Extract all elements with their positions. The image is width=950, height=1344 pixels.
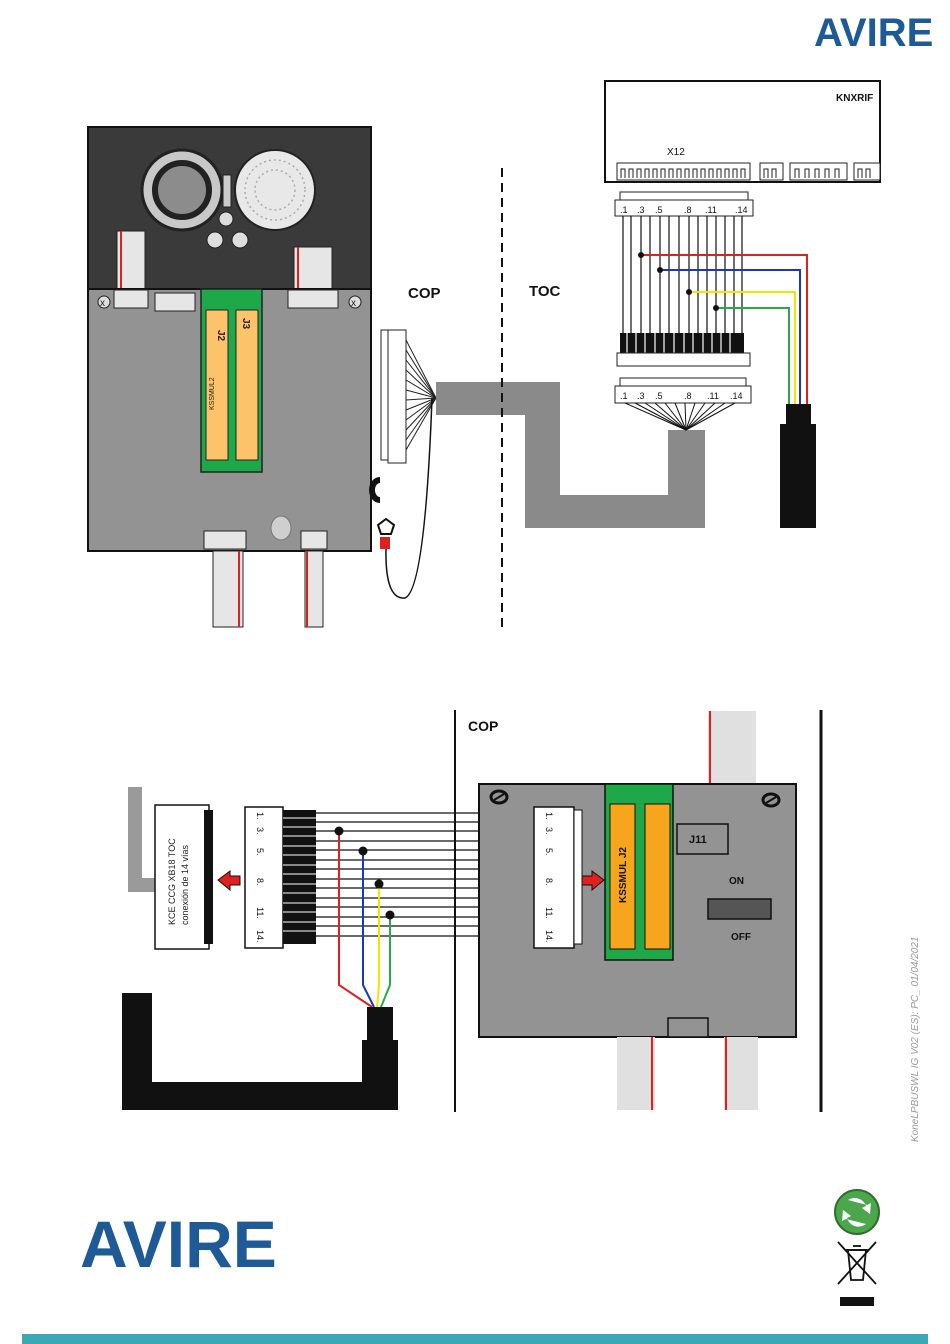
slot-j3-label: J3 — [240, 318, 251, 330]
knxrif-board-label: KNXRIF — [836, 93, 873, 104]
brand-logo-bottom: AVIRE — [80, 1207, 277, 1281]
pin-label: 3. — [255, 827, 265, 835]
pin-label: 1. — [255, 812, 265, 820]
left-arrow-icon — [218, 871, 240, 890]
bottom-module-label: KSSMUL J2 — [618, 847, 629, 903]
svg-text:x: x — [100, 298, 105, 309]
top-cop-ribbon-connector — [372, 330, 705, 598]
green-dot-recycle-icon — [835, 1190, 879, 1234]
pin-label: .5 — [655, 391, 663, 401]
pin-label: 14. — [544, 930, 554, 943]
weee-bin-icon — [838, 1242, 876, 1306]
top-module-label: KSSMUL2 — [209, 377, 216, 410]
toc-connector-label-line1: KCE CCG XB18 TOC — [167, 838, 177, 925]
pin-label: 3. — [544, 827, 554, 835]
top-cop-label: COP — [408, 285, 441, 302]
pin-label: 5. — [544, 848, 554, 856]
j11-label: J11 — [689, 834, 707, 846]
pin-label: .11 — [707, 391, 719, 401]
bottom-cop-label: COP — [468, 718, 498, 734]
pin-label: 8. — [255, 878, 265, 886]
pin-label: .11 — [705, 205, 717, 215]
toc-connector-label-line2: conexión de 14 vías — [180, 844, 190, 925]
pin-label: 5. — [255, 848, 265, 856]
top-cop-panel: x x — [88, 127, 371, 627]
top-plug-head — [786, 404, 811, 426]
pin-label: .1 — [620, 205, 628, 215]
top-toc-connector-upper — [615, 192, 753, 366]
bottom-cop-board — [479, 711, 796, 1110]
pin-label: 8. — [544, 878, 554, 886]
pin-label: 1. — [544, 812, 554, 820]
bottom-plug-cable — [122, 993, 398, 1110]
brand-logo-top: AVIRE — [814, 11, 933, 55]
pin-label: 14. — [255, 930, 265, 943]
pin-label: .8 — [684, 205, 692, 215]
pin-label: .14 — [735, 205, 748, 215]
slot-j2-label: J2 — [215, 330, 226, 342]
top-plug-body — [780, 424, 816, 528]
pin-label: .3 — [637, 205, 645, 215]
pin-label: 11. — [544, 907, 554, 919]
switch-on-label: ON — [729, 876, 744, 887]
svg-text:x: x — [351, 298, 356, 309]
footer-accent-bar — [22, 1334, 928, 1344]
pin-label: .1 — [620, 391, 628, 401]
document-code: KoneLPBUSWL IG V02 (ES): PC_ 01/04/2021 — [910, 937, 921, 1143]
pin-label: .8 — [684, 391, 692, 401]
pin-label: .5 — [655, 205, 663, 215]
top-toc-label: TOC — [529, 283, 561, 300]
pin-label: .14 — [730, 391, 743, 401]
top-toc-connector-lower — [615, 378, 751, 430]
pin-label: 11. — [255, 907, 265, 919]
switch-off-label: OFF — [731, 932, 751, 943]
pin-label: .3 — [637, 391, 645, 401]
x12-connector-label: X12 — [667, 147, 685, 158]
